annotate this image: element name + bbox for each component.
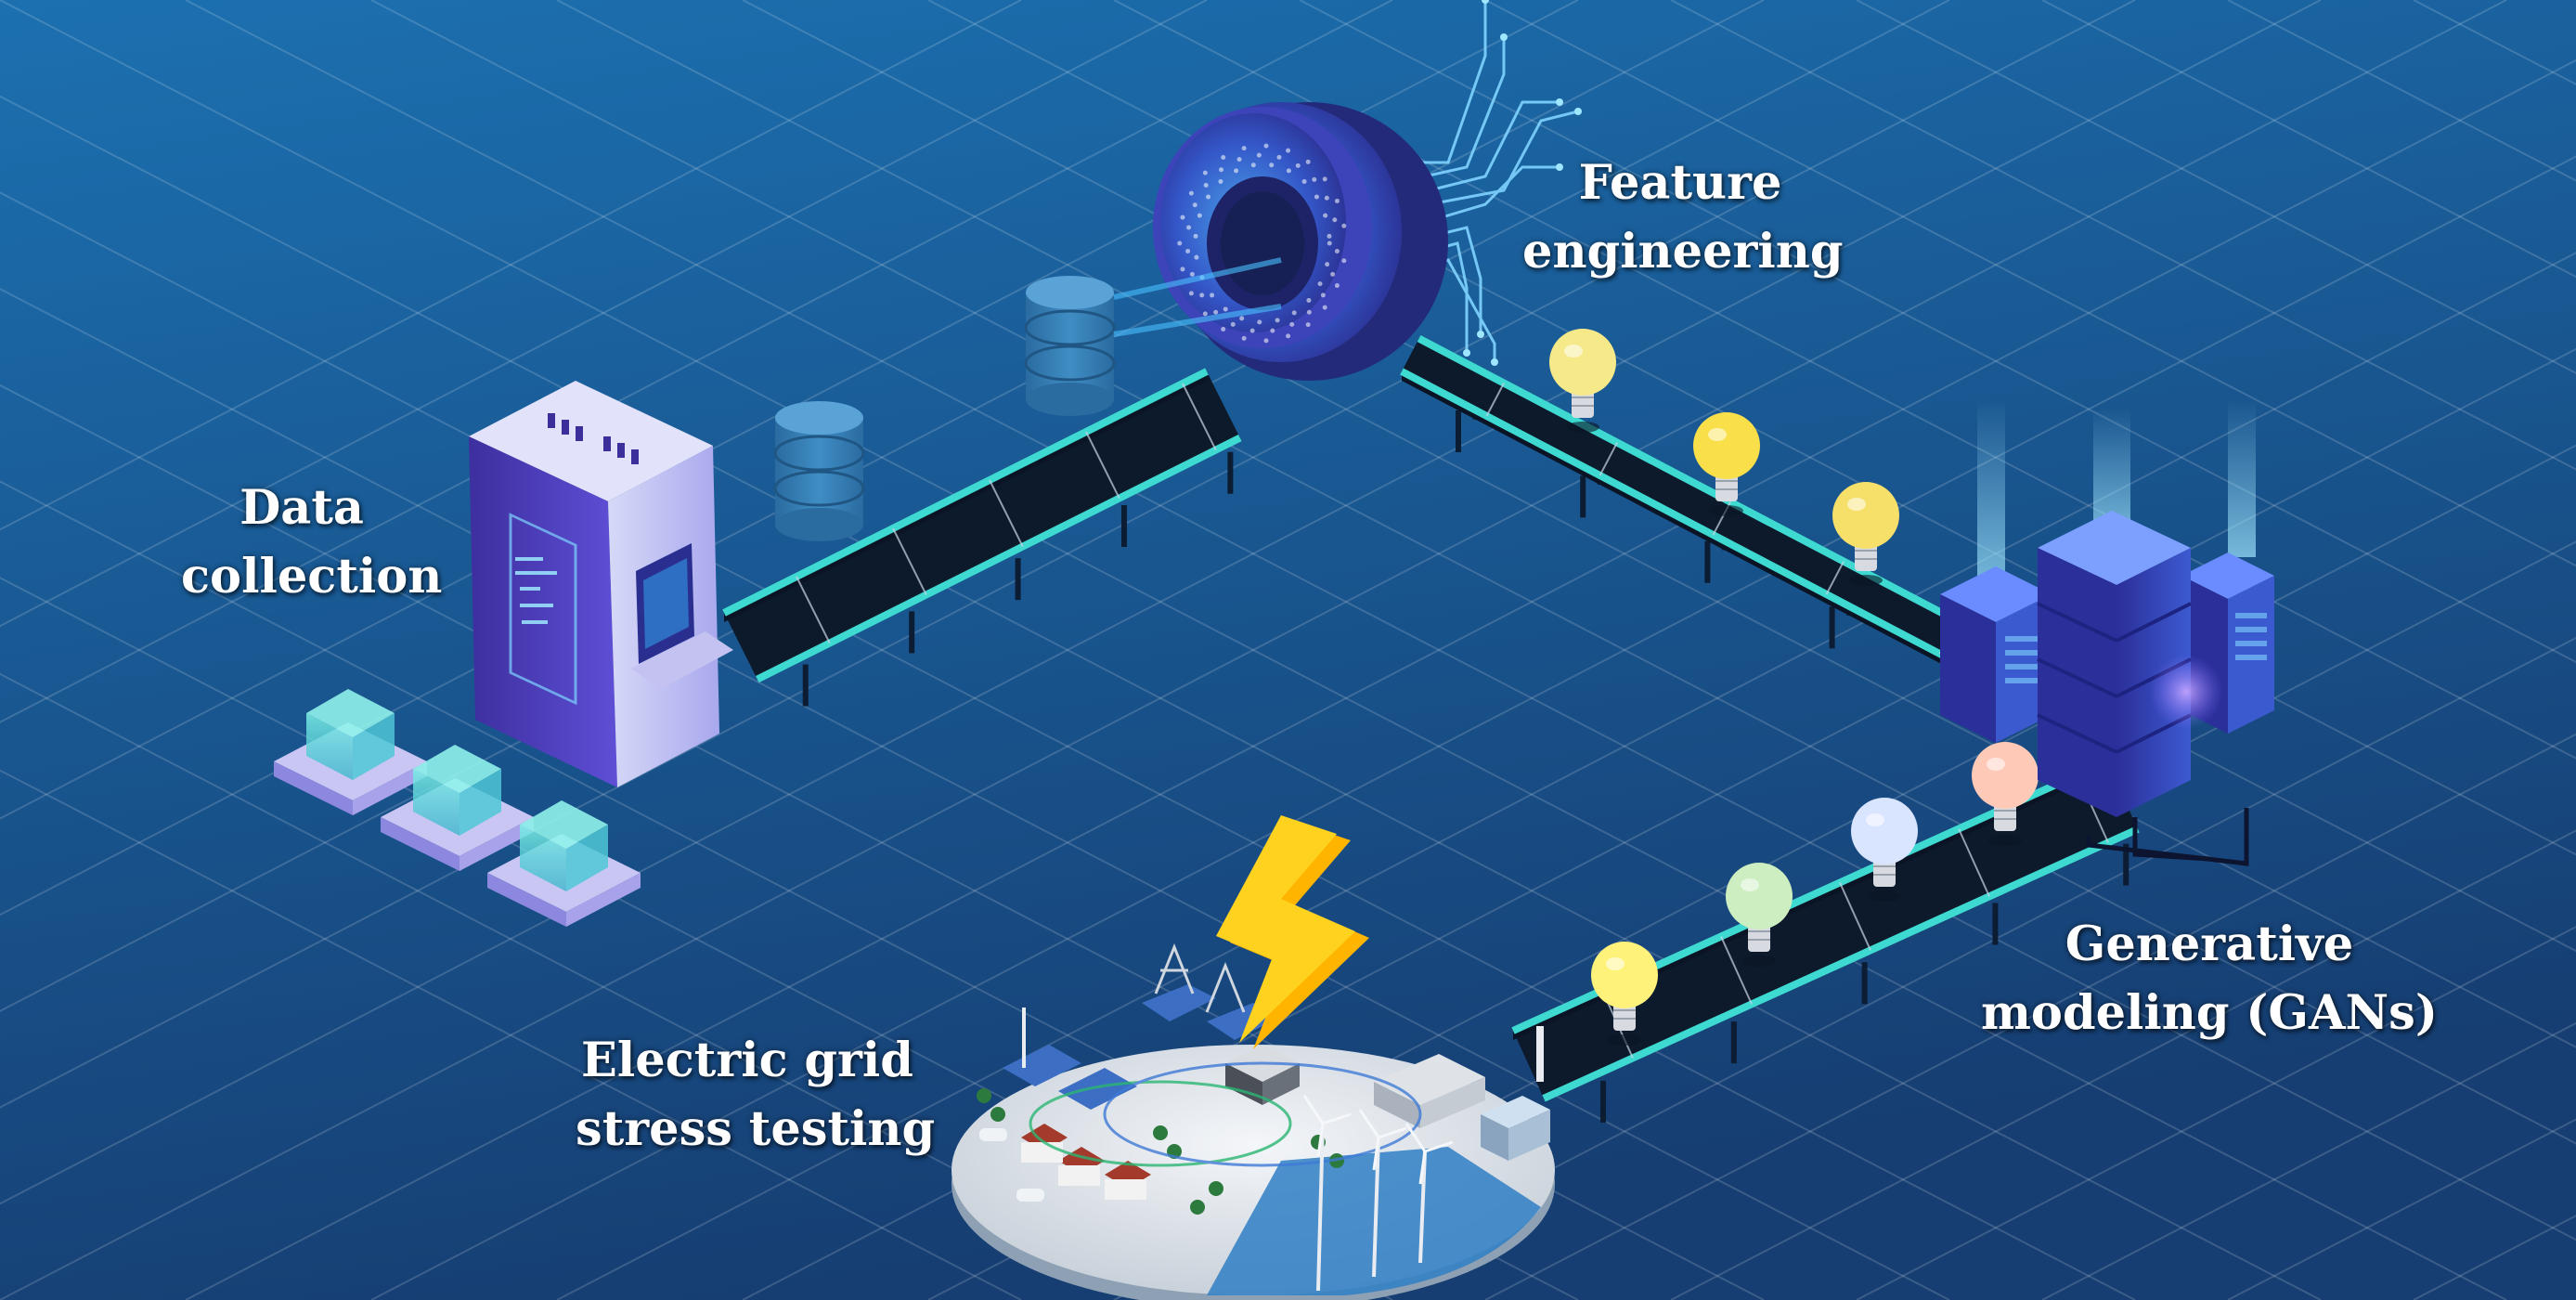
grid-line bbox=[0, 672, 1208, 1300]
grid-line bbox=[0, 769, 1022, 1300]
light-bulb-icon bbox=[1549, 329, 1616, 433]
label-grid-stress-testing-line2: stress testing bbox=[576, 1101, 936, 1157]
light-bulb-icon bbox=[1693, 412, 1760, 516]
label-generative-modeling-line1: Generative bbox=[2065, 916, 2354, 972]
label-grid-stress-testing: Electric grid stress testing bbox=[576, 1026, 936, 1164]
grid-line bbox=[0, 0, 2507, 1300]
label-feature-engineering: Feature engineering bbox=[1522, 149, 1844, 286]
grid-line bbox=[370, 155, 2576, 1300]
grid-line bbox=[0, 577, 1393, 1300]
grid-line bbox=[1299, 0, 2576, 664]
conveyor-belts bbox=[722, 335, 2140, 1123]
server-cabinet-icon bbox=[469, 381, 733, 787]
light-bulb-icon bbox=[1726, 863, 1793, 967]
grid-line bbox=[2041, 1021, 2576, 1300]
grid-line bbox=[0, 95, 2322, 1300]
grid-line bbox=[0, 0, 1022, 531]
light-bulb-icon bbox=[1832, 482, 1899, 586]
grid-line bbox=[556, 252, 2576, 1300]
grid-line bbox=[1299, 636, 2576, 1300]
label-data-collection-line1: Data bbox=[239, 480, 364, 536]
grid-line bbox=[1484, 0, 2576, 567]
label-data-collection: Data collection bbox=[181, 474, 443, 611]
grid-line bbox=[1113, 0, 2576, 760]
grid-line bbox=[0, 0, 2322, 1205]
grid-line bbox=[185, 58, 2576, 1300]
light-bulb-icon bbox=[1972, 742, 2039, 846]
label-generative-modeling: Generative modeling (GANs) bbox=[1977, 910, 2441, 1047]
grid-line bbox=[0, 0, 1393, 723]
light-bulb-icon bbox=[1851, 798, 1918, 902]
torus-processor-icon bbox=[1113, 0, 1582, 381]
label-generative-modeling-line2: modeling (GANs) bbox=[1980, 985, 2439, 1041]
grid-line bbox=[0, 0, 2507, 1300]
grid-line bbox=[0, 191, 2136, 1300]
grid-line bbox=[556, 0, 2576, 1048]
grid-line bbox=[0, 0, 2136, 1109]
lightning-bolt-icon bbox=[1216, 815, 1369, 1049]
grid-line bbox=[185, 0, 2576, 1242]
grid-line bbox=[1484, 733, 2576, 1300]
grid-line bbox=[0, 0, 1208, 628]
grid-line bbox=[1670, 829, 2576, 1300]
label-grid-stress-testing-line1: Electric grid bbox=[581, 1033, 913, 1088]
grid-line bbox=[1856, 0, 2576, 374]
light-bulb-group bbox=[1549, 329, 2039, 1046]
server-rack-cluster-icon bbox=[1940, 399, 2274, 866]
grid-line bbox=[1113, 540, 2576, 1300]
database-cylinder-icon bbox=[773, 276, 1116, 541]
grid-line bbox=[1856, 926, 2576, 1300]
grid-line bbox=[370, 0, 2576, 1145]
grid-line bbox=[2041, 0, 2576, 279]
power-grid-city-icon bbox=[951, 942, 1555, 1300]
conveyor-belt-icon bbox=[722, 368, 1242, 707]
label-feature-engineering-line1: Feature bbox=[1578, 155, 1782, 211]
grid-line bbox=[1670, 0, 2576, 471]
light-bulb-icon bbox=[1591, 942, 1658, 1046]
data-cubes bbox=[274, 689, 641, 927]
label-feature-engineering-line2: engineering bbox=[1522, 224, 1844, 280]
conveyor-belt-icon bbox=[1400, 335, 1987, 714]
label-data-collection-line2: collection bbox=[181, 549, 443, 604]
